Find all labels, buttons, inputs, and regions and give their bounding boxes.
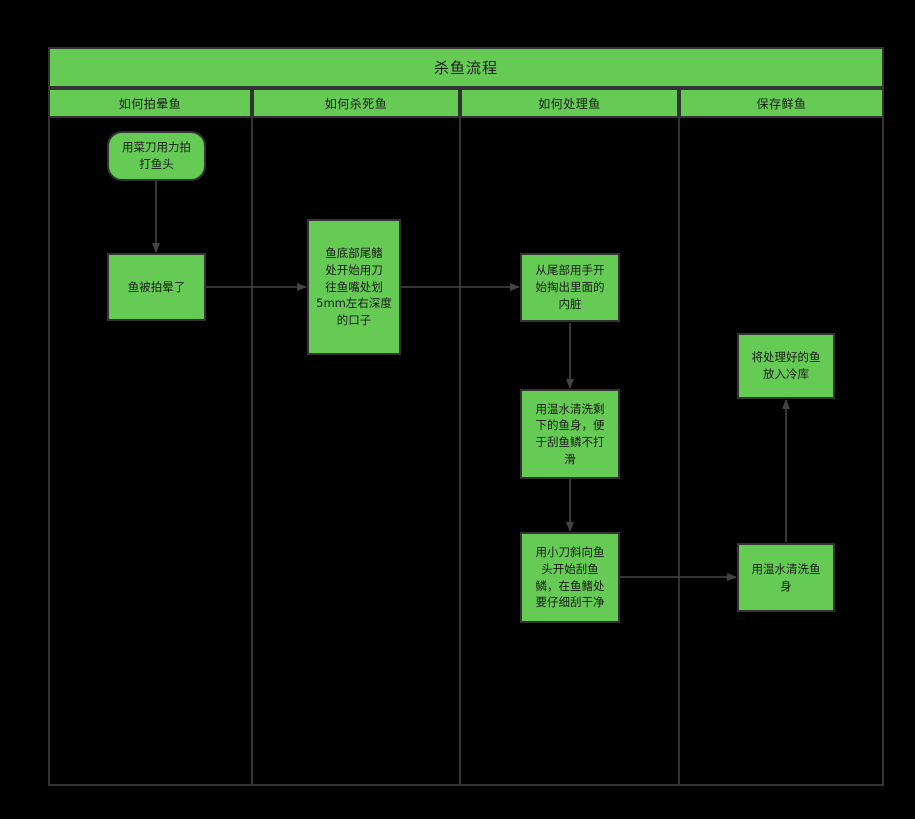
node-n5[interactable]: 用温水清洗剩 下的鱼身，便 于刮鱼鳞不打 滑 (520, 389, 620, 479)
node-n1[interactable]: 用菜刀用力拍 打鱼头 (107, 131, 206, 181)
lane-header-row: 如何拍晕鱼 如何杀死鱼 如何处理鱼 保存鲜鱼 (48, 88, 884, 118)
node-n3[interactable]: 鱼底部尾鳍 处开始用刀 往鱼嘴处划 5mm左右深度 的口子 (307, 219, 401, 355)
node-n2[interactable]: 鱼被拍晕了 (107, 253, 206, 321)
node-n6[interactable]: 用小刀斜向鱼 头开始刮鱼 鳞，在鱼鳍处 要仔细刮干净 (520, 532, 620, 623)
lane-divider-2 (459, 118, 461, 786)
lane-header-4[interactable]: 保存鲜鱼 (679, 88, 884, 118)
lane-header-1[interactable]: 如何拍晕鱼 (48, 88, 252, 118)
node-n8[interactable]: 用温水清洗鱼 身 (737, 543, 835, 612)
node-n4[interactable]: 从尾部用手开 始掏出里面的 内脏 (520, 253, 620, 322)
diagram-title: 杀鱼流程 (48, 47, 884, 88)
node-n7[interactable]: 将处理好的鱼 放入冷库 (737, 333, 835, 399)
lane-divider-3 (678, 118, 680, 786)
lane-header-3[interactable]: 如何处理鱼 (460, 88, 679, 118)
lane-divider-1 (251, 118, 253, 786)
lane-header-2[interactable]: 如何杀死鱼 (252, 88, 460, 118)
